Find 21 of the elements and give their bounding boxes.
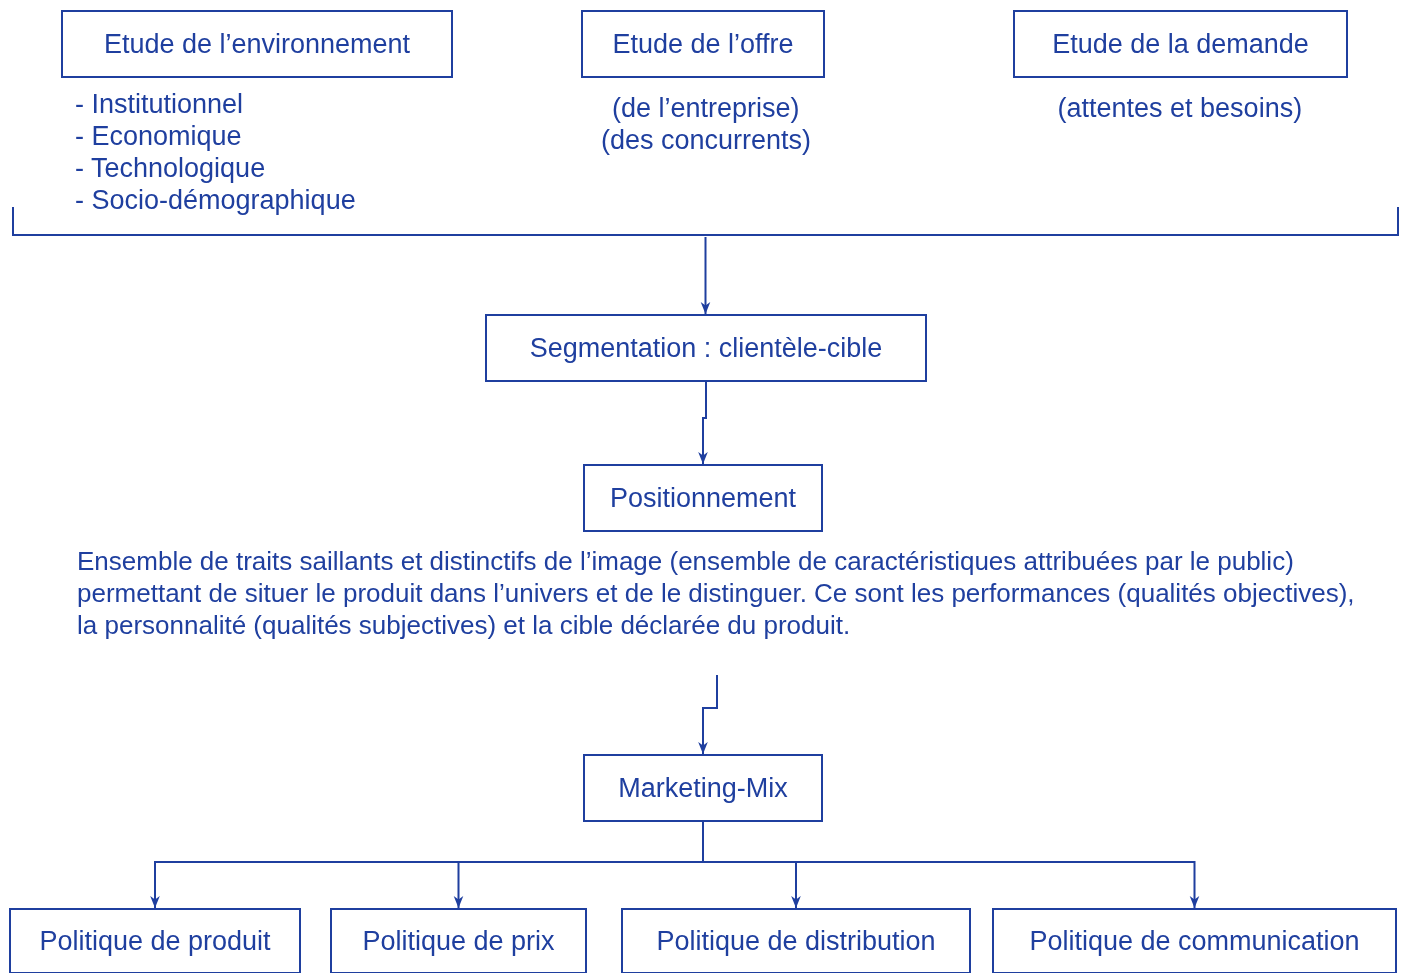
note-text: (des concurrents) [601, 124, 812, 156]
process-box: Politique de prix [330, 908, 587, 973]
process-box: Politique de communication [992, 908, 1397, 973]
process-box: Politique de produit [9, 908, 301, 973]
process-box: Etude de la demande [1013, 10, 1348, 78]
process-box: Politique de distribution [621, 908, 971, 973]
note-text: (attentes et besoins) [1057, 92, 1303, 124]
process-box: Positionnement [583, 464, 823, 532]
arrow [700, 236, 711, 315]
arrow [698, 381, 708, 465]
note-text: - Institutionnel [75, 88, 244, 120]
note-text: - Technologique [75, 152, 266, 184]
process-box: Etude de l’environnement [61, 10, 453, 78]
process-box: Etude de l’offre [581, 10, 825, 78]
process-box: Segmentation : clientèle-cible [485, 314, 927, 382]
note-text: - Economique [75, 120, 242, 152]
note-text: (de l’entreprise) [612, 92, 800, 124]
process-box: Marketing-Mix [583, 754, 823, 822]
arrow [698, 674, 718, 755]
description-text: Ensemble de traits saillants et distinctifs de l’image (ensemble de caractéristiques attribuées par le public) permettant de situer le produit dans l’univers et de le distinguer. Ce sont les performances (qualités objectives), la personnalité (qualités subjectives) et la cible déclarée du produit. [77, 545, 1357, 641]
note-text: - Socio-démographique [75, 184, 356, 216]
